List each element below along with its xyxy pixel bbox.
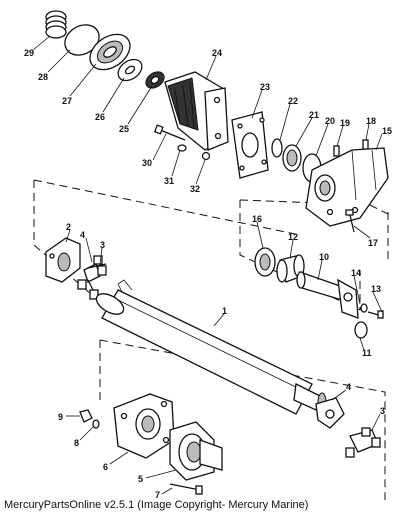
- part-housing-bolt: [153, 124, 186, 141]
- callout-5: 5: [138, 474, 143, 484]
- callout-13: 13: [371, 284, 381, 294]
- callout-8: 8: [74, 438, 79, 448]
- part-flange-nut: [79, 409, 93, 423]
- part-grease-fitting: [333, 145, 340, 157]
- callout-15: 15: [382, 126, 392, 136]
- callout-20: 20: [325, 116, 335, 126]
- callout-23: 23: [260, 82, 270, 92]
- callout-10: 10: [319, 252, 329, 262]
- part-nut: [201, 151, 211, 161]
- part-oil-seal: [282, 144, 302, 172]
- callout-3-lower: 3: [380, 406, 385, 416]
- part-end-yoke: [45, 237, 81, 283]
- callout-9: 9: [58, 412, 63, 422]
- callout-18: 18: [366, 116, 376, 126]
- callout-7: 7: [155, 490, 160, 500]
- part-companion-flange: [169, 421, 223, 481]
- part-flange-washer: [92, 419, 100, 429]
- part-retaining-ring: [271, 138, 283, 158]
- callout-32: 32: [190, 184, 200, 194]
- part-bearing-housing: [164, 71, 229, 151]
- callout-25: 25: [119, 124, 129, 134]
- part-dust-cap: [354, 321, 368, 339]
- part-u-joint-lower: [315, 397, 381, 458]
- callout-14: 14: [351, 268, 361, 278]
- callout-4: 4: [80, 230, 85, 240]
- callout-11: 11: [362, 348, 372, 358]
- callout-leader-lines: [32, 35, 383, 495]
- part-slip-yoke-shaft: [296, 271, 359, 319]
- part-washer: [117, 58, 143, 82]
- part-seal-ring: [254, 247, 276, 277]
- callout-27: 27: [62, 96, 72, 106]
- callout-19: 19: [340, 118, 350, 128]
- part-flange-bolt: [169, 483, 203, 495]
- part-u-joint-cross: [77, 255, 107, 300]
- part-lock-washer: [177, 144, 187, 152]
- callout-2: 2: [66, 222, 71, 232]
- callout-29: 29: [24, 48, 34, 58]
- part-fitting-top: [362, 139, 369, 150]
- callout-22: 22: [288, 96, 298, 106]
- image-credit: MercuryPartsOnline v2.5.1 (Image Copyrig…: [4, 499, 309, 511]
- part-needle-bearing: [145, 71, 165, 89]
- callout-4-lower: 4: [346, 382, 351, 392]
- part-yoke-bolt: [367, 310, 384, 319]
- callout-12: 12: [288, 232, 298, 242]
- callout-31: 31: [164, 176, 174, 186]
- callout-21: 21: [309, 110, 319, 120]
- callout-3: 3: [100, 240, 105, 250]
- callout-30: 30: [142, 158, 152, 168]
- part-gasket: [231, 111, 269, 179]
- part-bearing-large: [89, 33, 131, 71]
- callout-6: 6: [103, 462, 108, 472]
- callout-28: 28: [38, 72, 48, 82]
- part-yoke-washer: [360, 303, 368, 313]
- callout-labels: 29 28 27 26 25 24 23 22 21 20 19 18 15 3…: [24, 48, 392, 500]
- callout-24: 24: [212, 48, 222, 58]
- callout-1: 1: [222, 306, 227, 316]
- part-spring: [45, 10, 67, 39]
- callout-16: 16: [252, 214, 262, 224]
- callout-17: 17: [368, 238, 378, 248]
- part-bracket-bolt: [345, 209, 355, 233]
- callout-26: 26: [95, 112, 105, 122]
- part-snap-ring: [64, 24, 100, 56]
- part-flange-yoke: [113, 393, 175, 459]
- part-bushing: [276, 254, 305, 283]
- part-driveshaft-tube: [95, 279, 327, 415]
